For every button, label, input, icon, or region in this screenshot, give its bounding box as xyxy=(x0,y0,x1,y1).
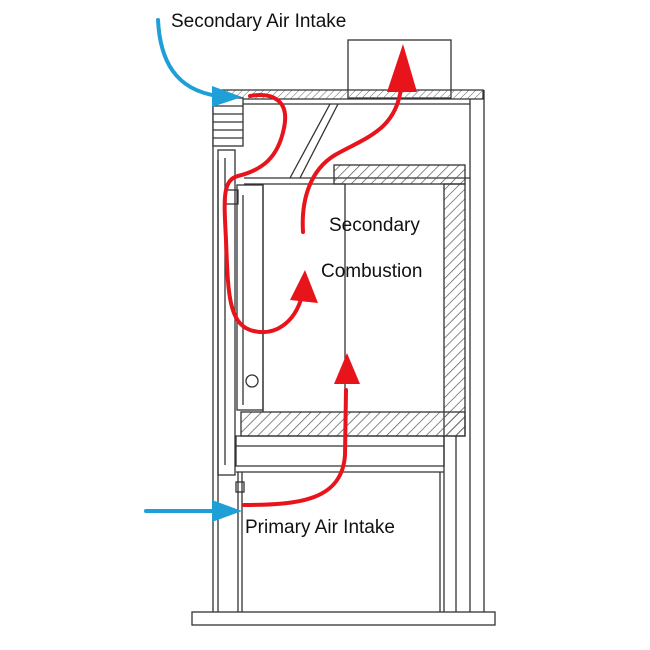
door xyxy=(236,184,264,411)
ash-pan xyxy=(235,435,445,467)
secondary-air-intake-arrow xyxy=(156,18,242,107)
side-firebrick xyxy=(443,183,466,437)
primary-intake-arrowhead xyxy=(212,500,242,522)
primary-air-flow xyxy=(242,388,348,507)
secondary-intake-arrowhead xyxy=(212,86,242,107)
secondary-air-intake-label: Secondary Air Intake xyxy=(171,11,347,32)
secondary-air-arrowhead xyxy=(290,270,318,303)
primary-air-arrowhead xyxy=(334,353,360,384)
combustion-label: Combustion xyxy=(321,261,423,282)
secondary-label: Secondary xyxy=(329,215,420,236)
primary-air-intake-label: Primary Air Intake xyxy=(245,517,395,538)
exhaust-flow xyxy=(300,86,403,234)
baffle-firebrick xyxy=(333,164,466,185)
base-plate xyxy=(191,611,496,626)
floor-firebrick xyxy=(240,411,466,437)
exhaust-arrowhead xyxy=(387,44,417,92)
secondary-air-flow xyxy=(222,93,304,334)
primary-air-intake-arrow xyxy=(144,500,242,522)
secondary-air-grille xyxy=(212,97,244,147)
door-handle xyxy=(245,374,259,388)
primary-air-port xyxy=(235,481,245,493)
